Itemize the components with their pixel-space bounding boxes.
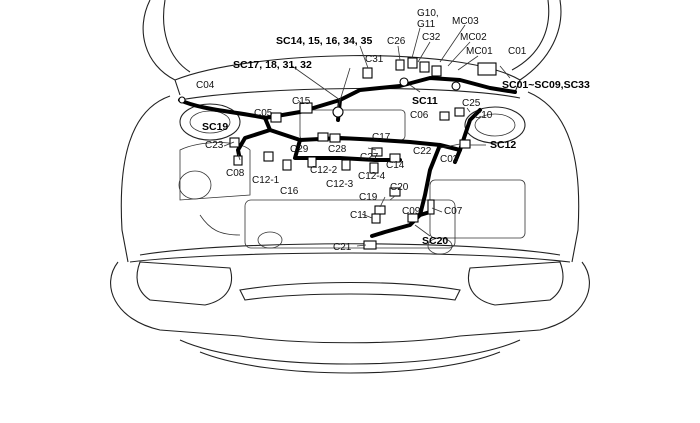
right-headlight: [468, 261, 564, 306]
label-c04: C04: [196, 80, 215, 91]
label-mc02: MC02: [460, 32, 487, 43]
label-c12-3: C12-3: [326, 179, 354, 190]
label-c27: C27: [360, 152, 379, 163]
label-c20: C20: [390, 182, 409, 193]
label-c12-2: C12-2: [310, 165, 338, 176]
c01-connector: [477, 62, 497, 76]
label-c29: C29: [290, 144, 309, 155]
label-g10: G10,: [417, 8, 439, 19]
label-c01: C01: [508, 46, 527, 57]
connector-labels: G10, G11 MC03 C32 C26 MC02 SC14, 15, 16,…: [196, 8, 590, 253]
label-c11: C11: [350, 210, 368, 221]
label-c16: C16: [280, 186, 299, 197]
c15-connector: [299, 102, 313, 114]
label-sc12: SC12: [490, 139, 516, 151]
label-c12-1: C12-1: [252, 175, 280, 186]
label-c14: C14: [386, 160, 405, 171]
label-c17: C17: [372, 132, 391, 143]
label-sc17: SC17, 18, 31, 32: [233, 59, 312, 71]
label-sc19: SC19: [202, 121, 228, 133]
connector-blocks: [178, 57, 497, 250]
label-c10: C10: [474, 110, 493, 121]
mc01-connector: [431, 65, 442, 77]
label-c23: C23: [205, 140, 224, 151]
label-mc03: MC03: [452, 16, 479, 27]
label-sc14: SC14, 15, 16, 34, 35: [276, 35, 372, 47]
engine-block: [244, 199, 456, 249]
right-strut-tower: [464, 106, 526, 144]
label-c06: C06: [410, 110, 429, 121]
label-c21: C21: [333, 242, 352, 253]
label-c25: C25: [462, 98, 481, 109]
label-c09: C09: [402, 206, 421, 217]
label-c15: C15: [292, 96, 311, 107]
label-sc20: SC20: [422, 235, 448, 247]
label-c07: C07: [444, 206, 463, 217]
label-c05: C05: [254, 108, 273, 119]
hood-panel: [142, 0, 562, 96]
label-c32: C32: [422, 32, 441, 43]
label-c08: C08: [226, 168, 245, 179]
label-c28: C28: [328, 144, 347, 155]
grille: [239, 281, 461, 301]
wiring-harness: [178, 76, 517, 238]
label-c31: C31: [365, 54, 384, 65]
label-g11: G11: [417, 19, 436, 30]
label-c03: C03: [440, 154, 459, 165]
label-sc11: SC11: [412, 95, 438, 107]
leader-lines: [223, 24, 511, 247]
label-c12-4: C12-4: [358, 171, 386, 182]
left-headlight: [136, 261, 232, 306]
label-sc01: SC01~SC09,SC33: [502, 79, 590, 91]
label-c22: C22: [413, 146, 432, 157]
label-c26: C26: [387, 36, 406, 47]
left-strut-tower: [179, 103, 241, 141]
label-mc01: MC01: [466, 46, 493, 57]
label-c19: C19: [359, 192, 378, 203]
